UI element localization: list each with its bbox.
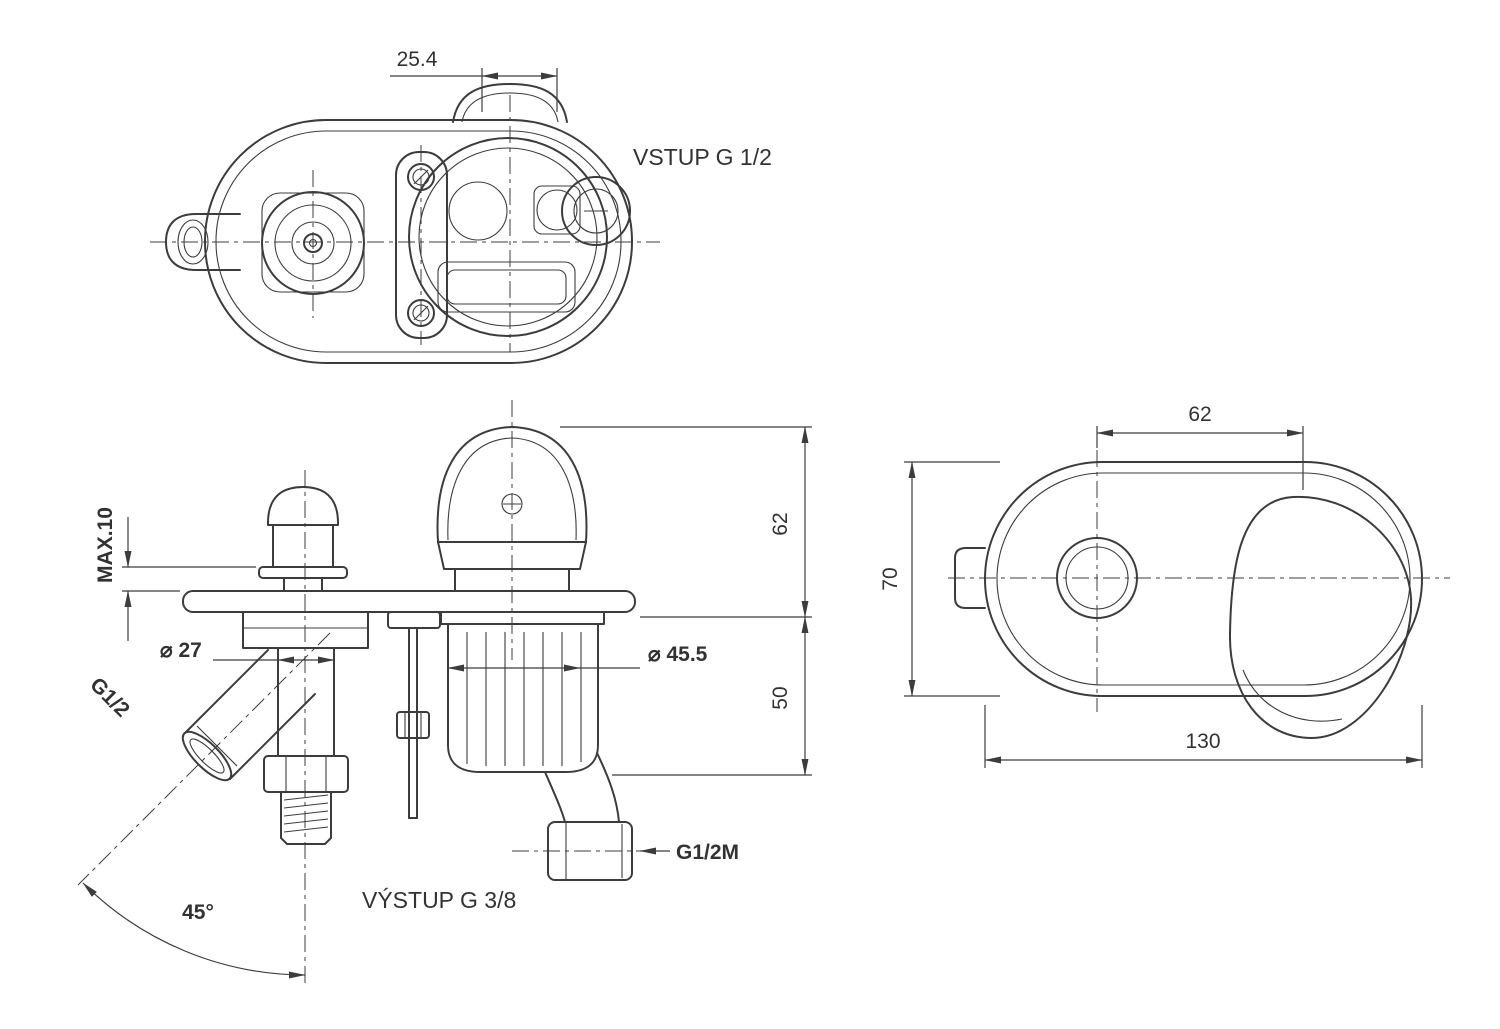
front-shower-nipple: [547, 821, 633, 881]
spout-thread-label: G1/2: [85, 673, 133, 721]
front-spout-mouth: [181, 730, 233, 782]
top-view: [150, 83, 660, 364]
front-view-dimensions: MAX.10 ⌀ 27 G1/2 45° VÝSTUP G 3/8 G1/2M …: [82, 426, 812, 979]
upper-height-dim-text: 62: [769, 512, 792, 535]
side-body-outline: [984, 461, 1423, 697]
front-view: [77, 400, 655, 985]
top-view-dimensions: 25.4 VSTUP G 1/2: [390, 48, 772, 170]
centre-distance-dim-text: 62: [1188, 403, 1211, 426]
top-dome-bulge: [452, 83, 568, 123]
pipe-diameter-dim-text: ⌀ 27: [160, 639, 202, 662]
front-diverter-knob: [267, 486, 339, 526]
front-rod-nut: [396, 711, 430, 739]
top-mounting-plate: [395, 151, 448, 339]
body-diameter-dim-text: ⌀ 45.5: [648, 643, 708, 666]
top-inlet-port: [561, 176, 631, 246]
side-lever-handle: [1228, 495, 1413, 739]
outlet-thread-label: VÝSTUP G 3/8: [362, 887, 516, 913]
side-view: [948, 450, 1450, 739]
front-dome-screw: [501, 493, 523, 515]
inlet-thread-label: VSTUP G 1/2: [633, 144, 772, 170]
body-length-dim-text: 130: [1185, 730, 1220, 753]
body-height-dim-text: 70: [879, 567, 902, 590]
front-valve-body: [447, 623, 599, 773]
top-body-outline: [204, 119, 633, 364]
lower-height-dim-text: 50: [769, 686, 792, 709]
side-shower-port: [1056, 537, 1138, 619]
spout-angle-dim-text: 45°: [182, 901, 214, 924]
top-spout-nozzle: [165, 213, 241, 271]
top-screw-lower: [407, 299, 435, 327]
dim-cartridge-offset-text: 25.4: [397, 48, 438, 71]
front-cover-plate: [182, 590, 636, 613]
shower-thread-label: G1/2M: [676, 841, 739, 864]
front-outlet-thread: [280, 791, 332, 845]
max-panel-dim-text: MAX.10: [94, 507, 117, 583]
front-handle-dome: [436, 426, 588, 543]
top-cartridge-housing: [408, 137, 608, 337]
top-diverter: [261, 191, 365, 295]
side-view-dimensions: 62 70 130: [879, 403, 1423, 768]
side-spout-stub: [954, 547, 986, 609]
front-outlet-nut: [263, 755, 349, 793]
